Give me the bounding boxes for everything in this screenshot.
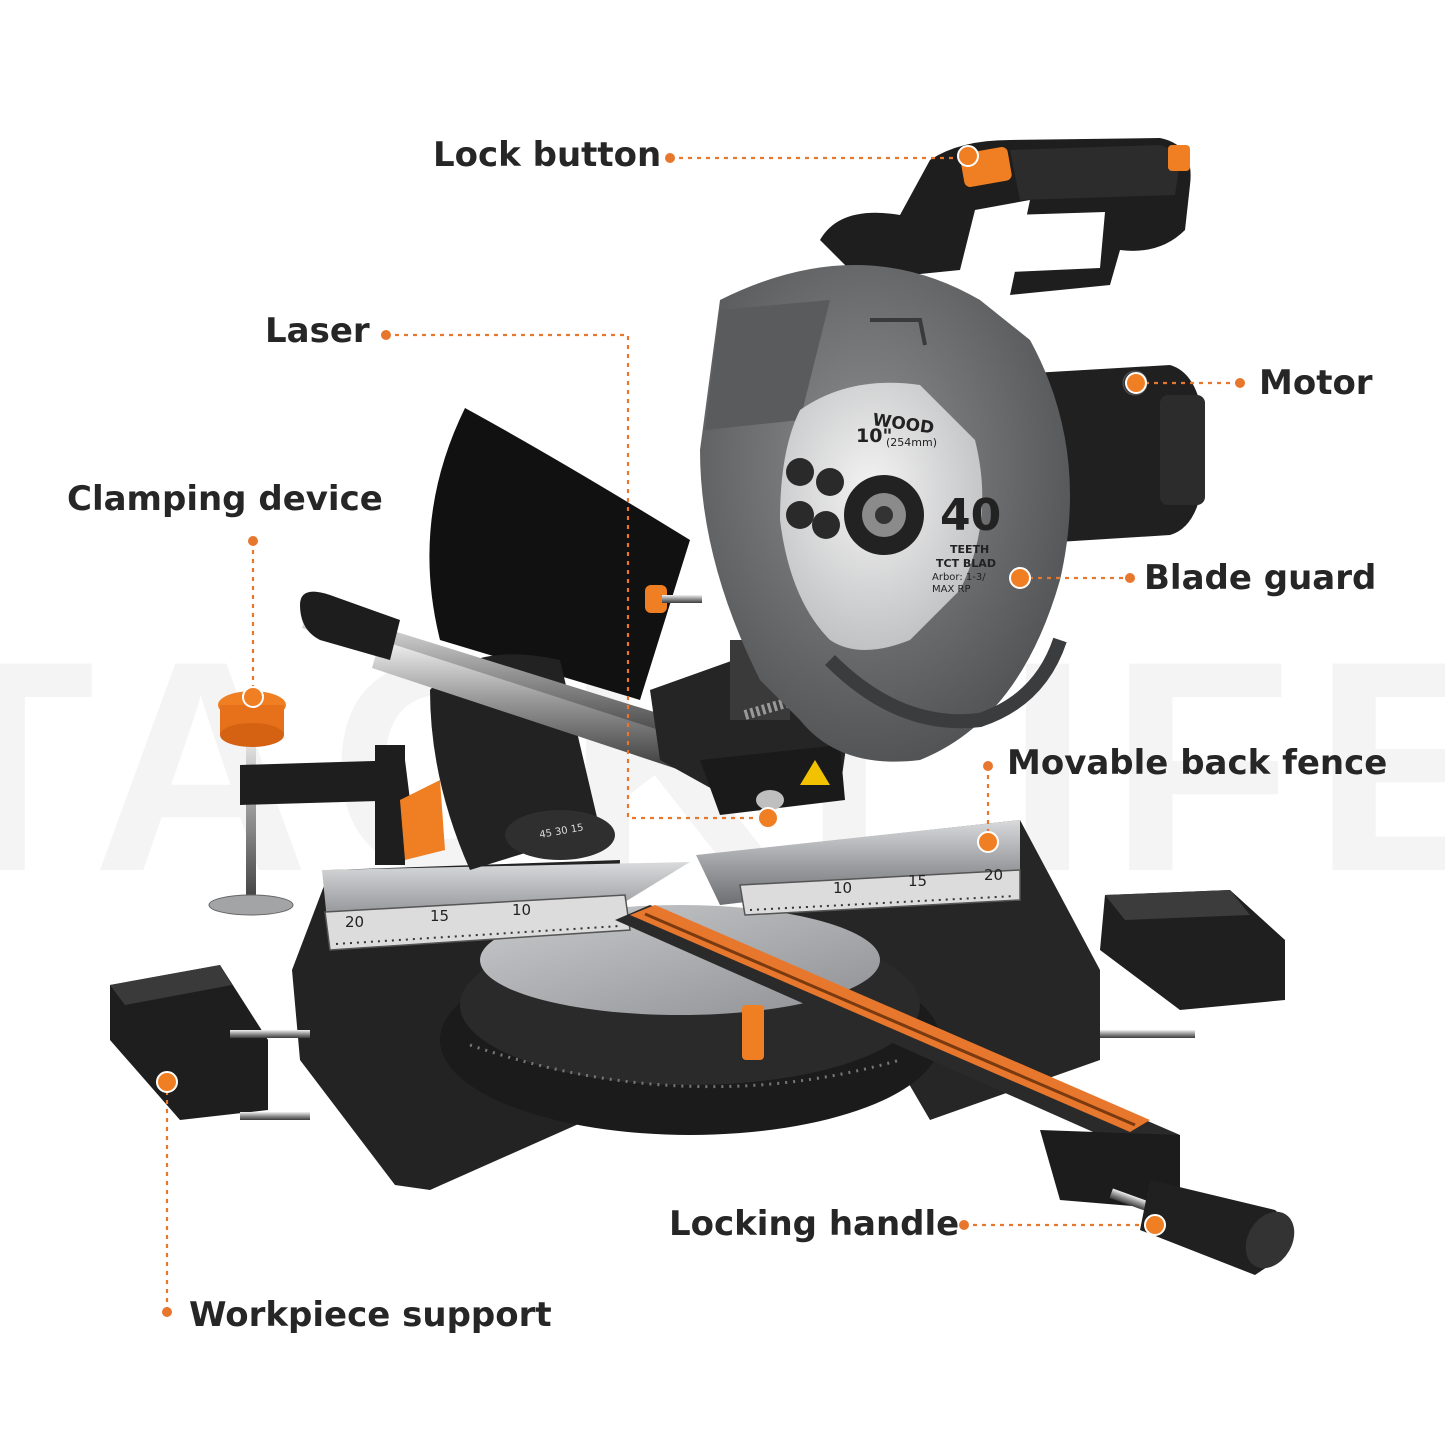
clamping-device-illustration xyxy=(208,691,410,916)
handle-illustration xyxy=(820,138,1191,295)
scale-left-15: 15 xyxy=(430,907,449,925)
blade-text-mm: (254mm) xyxy=(886,436,937,449)
scale-right-20: 20 xyxy=(984,866,1003,884)
blade-teeth-count: 40 xyxy=(940,490,1001,541)
blade-guard-illustration: WOOD 10" (254mm) 40 TEETH TCT BLAD Arbor… xyxy=(700,265,1070,762)
callout-clamping-device: Clamping device xyxy=(67,479,383,519)
scale-right-10: 10 xyxy=(833,879,852,897)
callout-lock-button: Lock button xyxy=(433,135,662,175)
fence-scale-left: 20 15 10 xyxy=(345,901,531,931)
blade-type-text: TCT BLAD xyxy=(936,557,996,570)
callout-leaders xyxy=(156,145,1245,1317)
callout-blade-guard: Blade guard xyxy=(1144,558,1377,598)
callout-motor: Motor xyxy=(1259,363,1373,403)
scale-left-20: 20 xyxy=(345,913,364,931)
blade-max-text: MAX RP xyxy=(932,584,970,595)
saw-base xyxy=(110,820,1295,1275)
callout-movable-back-fence: Movable back fence xyxy=(1007,743,1388,783)
callout-workpiece-support: Workpiece support xyxy=(189,1295,552,1335)
callout-locking-handle: Locking handle xyxy=(669,1204,960,1244)
callout-laser: Laser xyxy=(265,311,370,351)
scale-left-10: 10 xyxy=(512,901,531,919)
blade-arbor-text: Arbor: 1-3/ xyxy=(932,572,986,583)
blade-text-size: 10" xyxy=(856,425,892,447)
scale-right-15: 15 xyxy=(908,872,927,890)
blade-teeth-label: TEETH xyxy=(950,543,989,556)
fence-scale-right: 10 15 20 xyxy=(833,866,1003,897)
